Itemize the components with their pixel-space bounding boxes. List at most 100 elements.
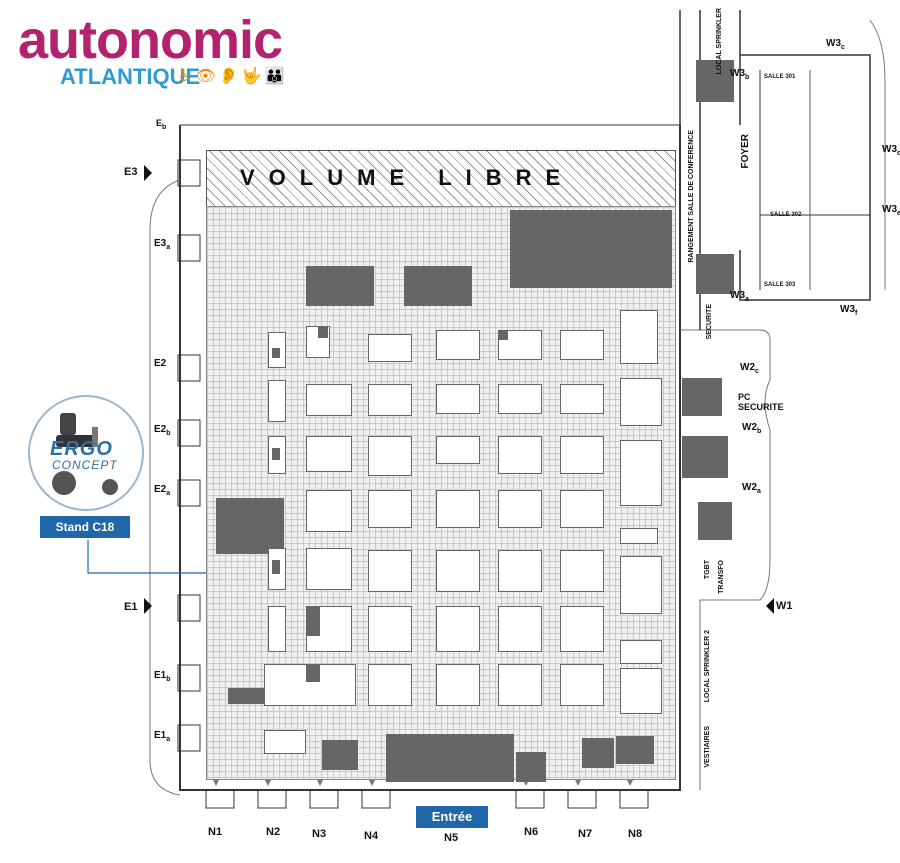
door-n4: N4: [364, 830, 379, 842]
stand-island[interactable]: [268, 380, 286, 422]
door-e2a: E2a: [154, 484, 171, 497]
stand-block-south-east-1[interactable]: [582, 738, 614, 768]
stand-accent: [272, 448, 280, 460]
stand-island[interactable]: [498, 606, 542, 652]
stand-accent: [306, 664, 320, 682]
conference-label: RANGEMENT SALLE DE CONFERENCE: [688, 130, 695, 263]
stand-island[interactable]: [498, 550, 542, 592]
stand-island[interactable]: [560, 550, 604, 592]
door-n8: N8: [628, 828, 643, 840]
stand-island[interactable]: [560, 384, 604, 414]
stand-island[interactable]: [620, 310, 658, 364]
stand-block-south-center[interactable]: [386, 734, 514, 782]
door-e1: E1: [124, 601, 138, 613]
door-e3a: E3a: [154, 238, 171, 251]
door-e1-arrow-icon: [144, 598, 152, 614]
stand-island[interactable]: [436, 550, 480, 592]
foyer-label: FOYER: [740, 134, 751, 169]
stand-island[interactable]: [306, 490, 352, 532]
stand-block-north-west[interactable]: [306, 266, 374, 306]
stand-block-north-east[interactable]: [510, 210, 672, 288]
stand-island[interactable]: [620, 556, 662, 614]
stand-island[interactable]: [368, 490, 412, 528]
wheelchair-icon: [52, 413, 118, 495]
stand-island[interactable]: [560, 490, 604, 528]
salle-302-label: SALLE 302: [770, 212, 802, 218]
door-w3f: W3f: [840, 304, 858, 317]
pc-securite-block: [682, 378, 722, 416]
stand-island[interactable]: [306, 548, 352, 590]
stand-accent: [272, 560, 280, 574]
local-sprinkler-2-label: LOCAL SPRINKLER 2: [704, 630, 711, 703]
stand-island[interactable]: [498, 490, 542, 528]
stand-island[interactable]: [498, 436, 542, 474]
stand-island-c18[interactable]: [368, 550, 412, 592]
stand-island[interactable]: [264, 730, 306, 754]
door-e-b: Eb: [156, 118, 167, 131]
door-w3a: W3a: [730, 290, 749, 303]
concept-brand: CONCEPT: [52, 458, 118, 472]
door-e1a: E1a: [154, 730, 171, 743]
atlantique-logo: ATLANTIQUE: [60, 64, 201, 89]
stand-island[interactable]: [436, 606, 480, 652]
stand-island[interactable]: [498, 384, 542, 414]
stand-island[interactable]: [620, 528, 658, 544]
lift-block-mid: [696, 254, 734, 294]
stand-island[interactable]: [560, 330, 604, 360]
door-w2c: W2c: [740, 362, 759, 375]
ergo-concept-logo: [28, 395, 144, 511]
stand-island[interactable]: [368, 334, 412, 362]
stand-island[interactable]: [268, 606, 286, 652]
stand-island[interactable]: [560, 606, 604, 652]
stand-island[interactable]: [560, 664, 604, 706]
stand-c18-label[interactable]: Stand C18: [40, 516, 130, 538]
transfo-label: TRANSFO: [718, 560, 725, 594]
stand-island[interactable]: [306, 384, 352, 416]
door-w3c: W3c: [826, 38, 845, 51]
volume-libre-area: [206, 150, 676, 208]
door-w2a: W2a: [742, 482, 761, 495]
door-e2: E2: [154, 358, 167, 369]
stand-island[interactable]: [368, 384, 412, 416]
accessibility-icons: ♿👁👂🤟👪: [178, 66, 288, 85]
stand-island[interactable]: [368, 436, 412, 476]
stand-block-west[interactable]: [216, 498, 284, 554]
stand-block-north-center[interactable]: [404, 266, 472, 306]
tgbt-label: TGBT: [704, 560, 711, 580]
stand-island[interactable]: [560, 436, 604, 474]
stand-block-south-left[interactable]: [322, 740, 358, 770]
door-w1: W1: [776, 600, 793, 612]
stand-island[interactable]: [368, 606, 412, 652]
stand-island[interactable]: [306, 436, 352, 472]
stand-accent: [498, 330, 508, 340]
door-e1b: E1b: [154, 670, 171, 683]
door-n3: N3: [312, 828, 327, 840]
stand-island[interactable]: [498, 664, 542, 706]
stand-island[interactable]: [620, 378, 662, 426]
door-w2b: W2b: [742, 422, 762, 435]
stand-island[interactable]: [620, 640, 662, 664]
door-w3b: W3b: [730, 68, 750, 81]
stand-island[interactable]: [436, 384, 480, 414]
local-sprinkler-label: LOCAL SPRINKLER: [716, 8, 723, 75]
door-w1-arrow-icon: [766, 598, 774, 614]
pc-securite-label: PC SECURITE: [738, 392, 784, 412]
stand-island[interactable]: [436, 330, 480, 360]
door-n6: N6: [524, 826, 539, 838]
service-block-east: [682, 436, 728, 478]
stand-island[interactable]: [368, 664, 412, 706]
stand-block-south-right[interactable]: [516, 752, 546, 782]
stand-island[interactable]: [620, 440, 662, 506]
door-w3e: W3e: [882, 204, 900, 217]
stand-block-south-east-2[interactable]: [616, 736, 654, 764]
stand-accent: [318, 326, 328, 338]
stand-island[interactable]: [620, 668, 662, 714]
door-n7: N7: [578, 828, 593, 840]
door-e2b: E2b: [154, 424, 171, 437]
stand-island[interactable]: [436, 664, 480, 706]
salle-301-label: SALLE 301: [764, 74, 796, 80]
stand-island[interactable]: [436, 436, 480, 464]
stand-island[interactable]: [436, 490, 480, 528]
stand-block-south-west[interactable]: [228, 688, 264, 704]
